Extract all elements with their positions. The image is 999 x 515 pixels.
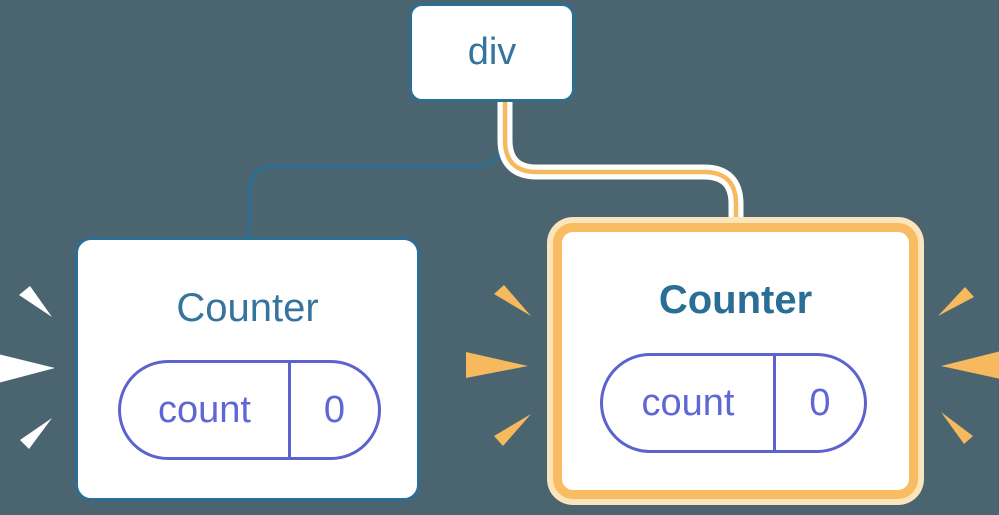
edge-div-to-right-counter-casing bbox=[497, 99, 744, 233]
edge-div-to-left-counter bbox=[247, 102, 505, 240]
state-key: count bbox=[121, 363, 291, 457]
counter-left-state-pill: count 0 bbox=[118, 360, 381, 460]
counter-right-label: Counter bbox=[658, 278, 813, 322]
div-node-label: div bbox=[467, 31, 517, 73]
counter-right-state-pill: count 0 bbox=[600, 353, 867, 453]
emphasis-rays-orange-right-icon bbox=[938, 287, 999, 444]
emphasis-rays-orange-left-icon bbox=[466, 285, 531, 446]
state-value: 0 bbox=[809, 381, 831, 424]
tree-node-counter-right-highlighted: Counter count 0 bbox=[553, 223, 918, 499]
counter-left-label: Counter bbox=[176, 286, 319, 330]
edge-div-to-right-counter-stripe bbox=[502, 99, 739, 233]
tree-node-div: div bbox=[409, 3, 575, 102]
tree-node-counter-left: Counter count 0 bbox=[75, 237, 420, 501]
state-value: 0 bbox=[323, 388, 346, 431]
emphasis-rays-white-icon bbox=[0, 286, 55, 449]
state-key: count bbox=[603, 356, 776, 450]
